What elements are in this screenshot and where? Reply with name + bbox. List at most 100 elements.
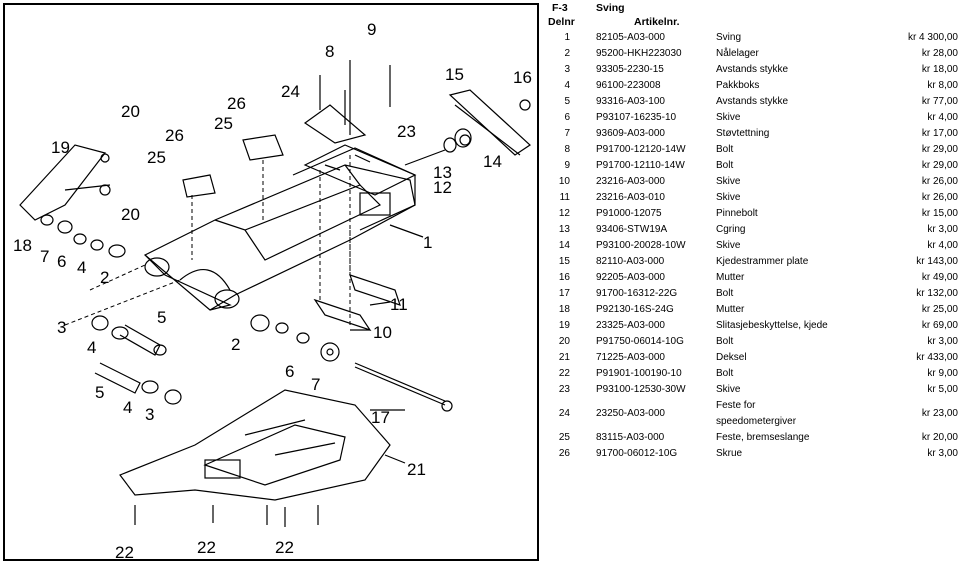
article-number: 23216-A03-000 [596,176,665,187]
article-number: P91901-100190-10 [596,368,682,379]
section-header: F-3 Sving [548,2,958,16]
callout-14: 14 [483,152,502,171]
part-description: Nålelager [716,48,759,59]
part-price: kr 29,00 [921,144,958,155]
part-price: kr 143,00 [916,256,958,267]
part-number: 5 [564,96,570,107]
stud-part [404,149,446,166]
part-price: kr 28,00 [921,48,958,59]
part-price: kr 4,00 [927,240,958,251]
bearing-stack-part-2 [250,314,340,362]
diagram-drawing: 1 2 2 3 3 4 4 4 5 5 6 6 7 7 8 9 10 11 12… [13,20,532,559]
article-number: P93100-12530-30W [596,384,686,395]
callout-6: 6 [57,252,66,271]
callout-4c: 4 [123,398,132,417]
article-number: P91700-12110-14W [596,160,685,171]
part-description: Skive [716,192,741,203]
part-price: kr 49,00 [921,272,958,283]
washer-plate-part [313,298,372,332]
part-number: 13 [558,224,570,235]
callout-20b: 20 [121,205,140,224]
callout-26: 26 [227,94,246,113]
callout-17: 17 [371,408,390,427]
article-number: P91750-06014-10G [596,336,684,347]
tensioner-plate-part [448,89,531,156]
part-number: 9 [564,160,570,171]
part-description: Bolt [716,160,734,171]
part-number: 4 [564,80,570,91]
part-number: 6 [564,112,570,123]
part-description: Pinnebolt [716,208,758,219]
part-number: 25 [558,432,570,443]
part-number: 23 [558,384,570,395]
part-description: Skive [716,112,741,123]
callout-4: 4 [77,258,86,277]
part-number: 8 [564,144,570,155]
part-description: Støvtettning [716,128,770,139]
callout-5: 5 [157,308,166,327]
mount-plate-part [303,144,417,196]
callout-22c: 22 [275,538,294,557]
article-number: 91700-06012-10G [596,448,678,459]
article-number: 23216-A03-010 [596,192,665,203]
part-price: kr 18,00 [921,64,958,75]
part-number: 1 [564,32,570,43]
speedo-bracket-part [303,104,367,144]
part-price: kr 25,00 [921,304,958,315]
part-description: Cgring [716,224,746,235]
article-number: 95200-HKH223030 [596,48,682,59]
axle-bolt-part [354,366,446,406]
article-number: 23250-A03-000 [596,408,665,419]
article-number: 96100-223008 [596,80,661,91]
part-description: Skrue [716,448,743,459]
article-number: 93305-2230-15 [596,64,664,75]
article-number: P91000-12075 [596,208,662,219]
article-number: 92205-A03-000 [596,272,665,283]
article-number: P93100-20028-10W [596,240,686,251]
part-description: Avstands stykke [716,96,789,107]
part-description: Bolt [716,144,734,155]
part-number: 15 [558,256,570,267]
part-number: 17 [558,288,570,299]
part-price: kr 3,00 [927,448,958,459]
article-number: 83115-A03-000 [596,432,665,443]
part-price: kr 29,00 [921,160,958,171]
part-number: 16 [558,272,570,283]
part-description: Deksel [716,352,747,363]
article-number: 23325-A03-000 [596,320,665,331]
callout-26b: 26 [165,126,184,145]
callout-5b: 5 [95,383,104,402]
section-code: F-3 [552,2,568,14]
part-description: Slitasjebeskyttelse, kjede [716,320,828,331]
part-price: kr 8,00 [927,80,958,91]
callout-4b: 4 [87,338,96,357]
callout-3b: 3 [145,405,154,424]
callout-19: 19 [51,138,70,157]
part-number: 7 [564,128,570,139]
callout-2b: 2 [231,335,240,354]
part-number: 22 [558,368,570,379]
table-row: 8 P91700-12120-14W Bolt kr 29,00 [548,142,958,158]
article-number: P93107-16235-10 [596,112,677,123]
part-number: 18 [558,304,570,315]
swing-arm-part [143,147,416,311]
callout-22b: 22 [197,538,216,557]
part-description: Feste for speedometergiver [716,400,797,427]
callout-20: 20 [121,102,140,121]
article-number: P91700-12120-14W [596,144,686,155]
part-price: kr 77,00 [921,96,958,107]
part-price: kr 26,00 [921,176,958,187]
bearing-stack-part [40,214,182,405]
part-number: 10 [558,176,570,187]
